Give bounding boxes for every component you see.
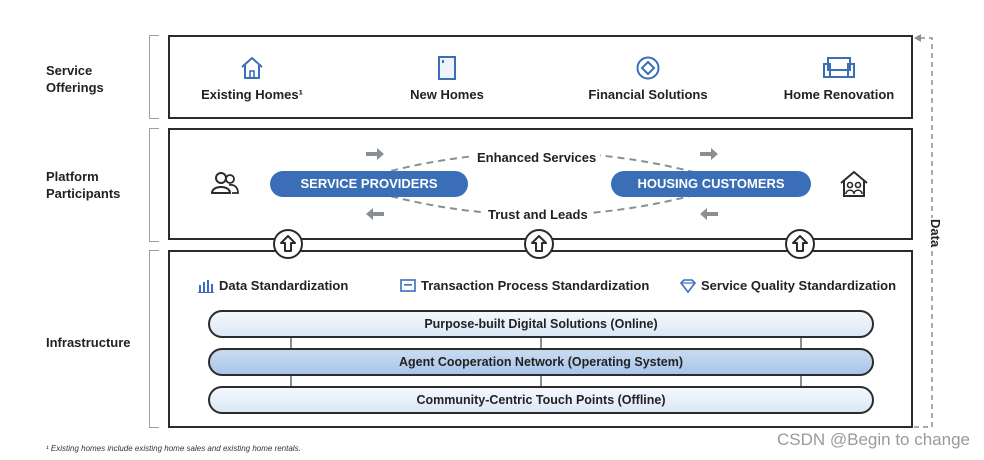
layer-agent-cooperation-network: Agent Cooperation Network (Operating Sys… xyxy=(208,348,874,376)
arrow-left-icon xyxy=(700,208,718,220)
coin-icon xyxy=(636,56,660,80)
up-arrow-icon xyxy=(531,235,547,252)
layer-connector xyxy=(800,338,802,349)
sofa-icon xyxy=(823,57,855,78)
trust-and-leads-label: Trust and Leads xyxy=(484,207,592,222)
footnote: ¹ Existing homes include existing home s… xyxy=(46,444,301,453)
offering-label: New Homes xyxy=(410,87,484,102)
up-arrow-icon xyxy=(792,235,808,252)
std-label: Service Quality Standardization xyxy=(701,278,897,293)
bracket-infrastructure xyxy=(149,250,159,428)
arrow-left-icon xyxy=(366,208,384,220)
offering-label: Financial Solutions xyxy=(588,87,708,102)
row-label-platform-participants: Platform Participants xyxy=(46,169,121,201)
offering-existing-homes: Existing Homes¹ xyxy=(167,55,337,102)
data-loop xyxy=(914,34,933,428)
diamond-icon xyxy=(680,278,696,293)
building-icon xyxy=(438,56,456,80)
offering-new-homes: New Homes xyxy=(362,55,532,102)
watermark: CSDN @Begin to change xyxy=(776,430,970,449)
offering-home-renovation: Home Renovation xyxy=(754,55,924,102)
people-icon xyxy=(210,172,239,194)
layer-connector xyxy=(540,376,542,387)
arrow-right-icon xyxy=(700,148,718,160)
row-label-infrastructure: Infrastructure xyxy=(46,335,131,350)
data-label: Data xyxy=(925,218,943,248)
arrow-left-icon xyxy=(914,34,921,42)
home-people-icon xyxy=(840,170,868,197)
layer-digital-solutions: Purpose-built Digital Solutions (Online) xyxy=(208,310,874,338)
transaction-process-standardization: Transaction Process Standardization xyxy=(400,278,649,293)
data-standardization: Data Standardization xyxy=(198,278,348,293)
layer-connector xyxy=(800,376,802,387)
layer-community-touch-points: Community-Centric Touch Points (Offline) xyxy=(208,386,874,414)
up-arrow-circle xyxy=(524,229,554,259)
offering-label: Existing Homes¹ xyxy=(201,87,303,102)
layer-connector xyxy=(290,338,292,349)
housing-customers-pill: HOUSING CUSTOMERS xyxy=(611,171,811,197)
std-label: Data Standardization xyxy=(219,278,349,293)
std-label: Transaction Process Standardization xyxy=(421,278,650,293)
up-arrow-circle xyxy=(785,229,815,259)
bracket-platform-participants xyxy=(149,128,159,242)
offering-financial-solutions: Financial Solutions xyxy=(563,55,733,102)
service-quality-standardization: Service Quality Standardization xyxy=(680,278,896,293)
service-offerings-panel: Existing Homes¹ New Homes Financial Solu… xyxy=(168,35,913,119)
arrow-right-icon xyxy=(366,148,384,160)
service-providers-pill: SERVICE PROVIDERS xyxy=(270,171,468,197)
document-icon xyxy=(400,279,416,292)
offering-label: Home Renovation xyxy=(783,87,895,102)
row-label-service-offerings: Service Offerings xyxy=(46,63,104,95)
enhanced-services-label: Enhanced Services xyxy=(473,150,601,165)
layer-connector xyxy=(540,338,542,349)
layer-connector xyxy=(290,376,292,387)
infrastructure-panel: Data Standardization Transaction Process… xyxy=(168,250,913,428)
bracket-service-offerings xyxy=(149,35,159,119)
up-arrow-icon xyxy=(280,235,296,252)
bar-chart-icon xyxy=(198,279,214,293)
up-arrow-circle xyxy=(273,229,303,259)
house-icon xyxy=(241,57,263,79)
platform-participants-panel: SERVICE PROVIDERS HOUSING CUSTOMERS Enha… xyxy=(168,128,913,240)
